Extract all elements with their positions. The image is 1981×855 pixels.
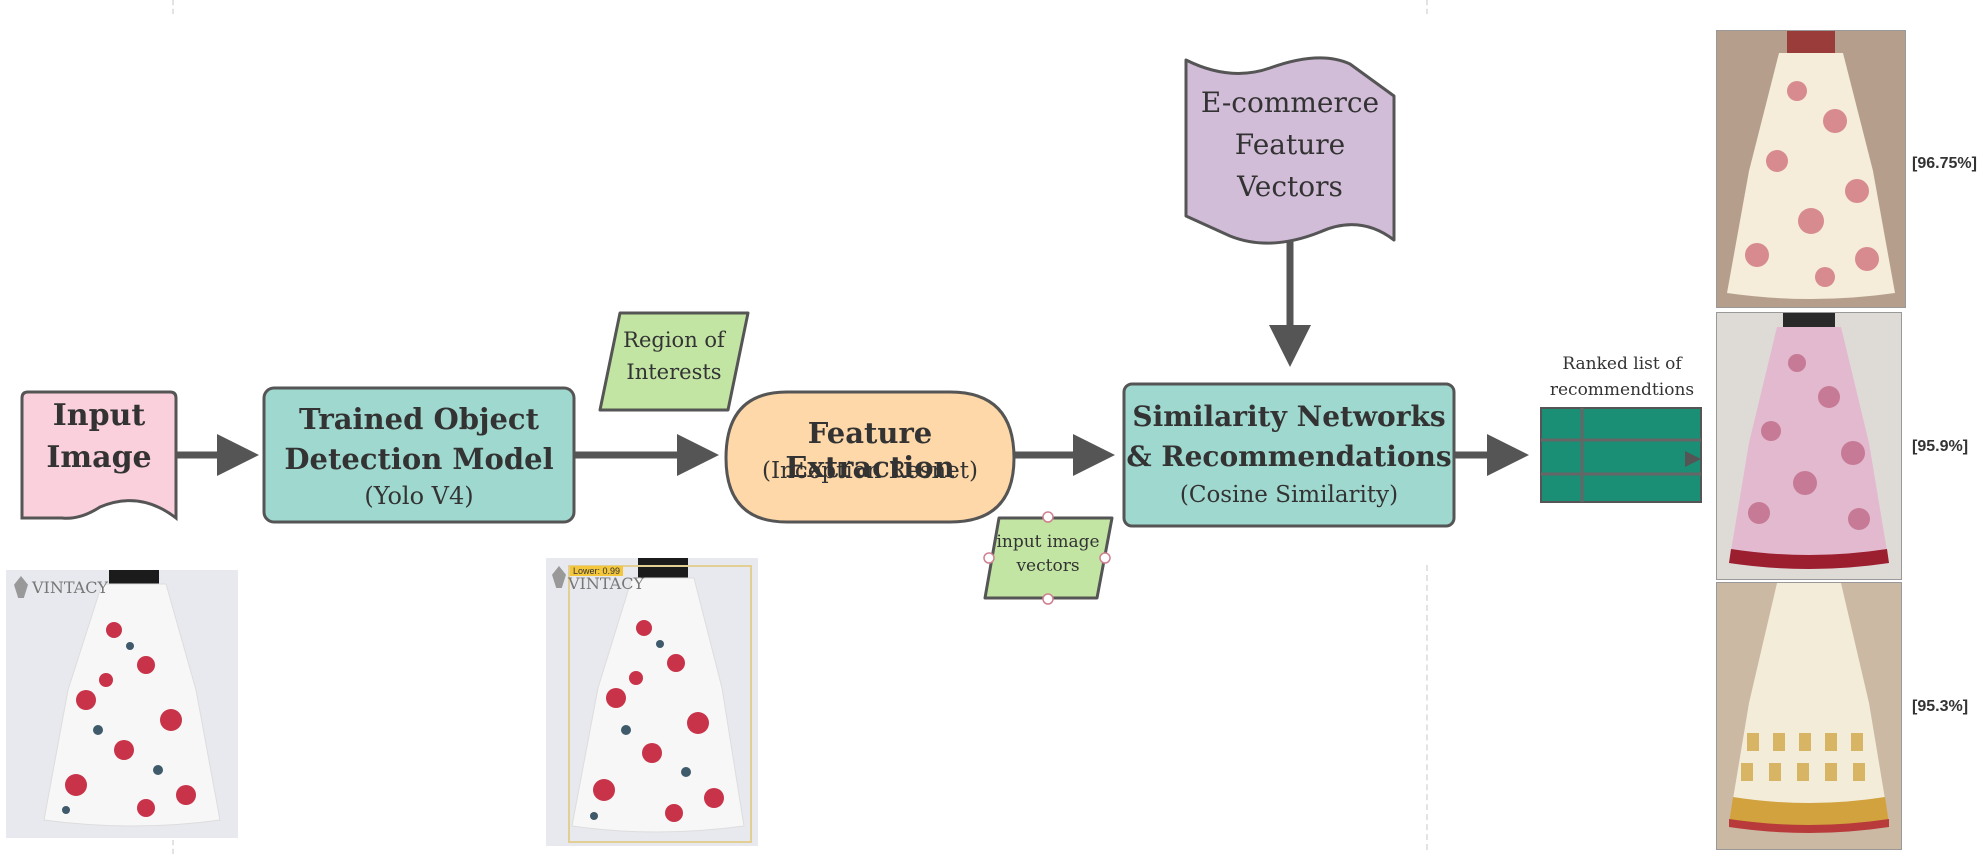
ecommerce-label: E-commerce Feature Vectors — [1186, 84, 1394, 214]
result-score-3: [95.3%] — [1912, 698, 1969, 715]
input-vectors-line2: vectors — [1016, 556, 1080, 576]
ecommerce-node — [1184, 56, 1396, 245]
guide-line-right — [1426, 0, 1428, 14]
similarity-line2: & Recommendations — [1126, 440, 1452, 473]
selection-handle — [983, 552, 995, 564]
ecommerce-line1: E-commerce — [1200, 86, 1380, 119]
input-vectors-node — [983, 516, 1114, 600]
result-score-1: [96.75%] — [1912, 155, 1977, 172]
input-image-node — [20, 390, 178, 522]
feature-extraction-title: Feature Extraction — [785, 416, 955, 484]
input-photo: VINTACY — [6, 570, 238, 838]
brand-logo-icon — [552, 566, 566, 588]
similarity-line1: Similarity Networks — [1132, 400, 1446, 433]
result-photo-2 — [1716, 312, 1902, 580]
selection-handle — [1099, 552, 1111, 564]
result-photo-1 — [1716, 30, 1906, 308]
detector-line2: Detection Model — [284, 442, 554, 476]
brand-logo: VINTACY — [32, 578, 109, 597]
skirt-illustration — [568, 558, 752, 843]
brand-logo: VINTACY — [568, 574, 645, 593]
skirt-illustration — [43, 570, 221, 827]
roi-node — [598, 311, 750, 412]
roi-line1: Region of — [623, 328, 725, 352]
skirt-illustration — [1727, 31, 1895, 299]
input-vectors-line1: input image — [996, 532, 1100, 552]
ecommerce-line3: Vectors — [1237, 170, 1343, 203]
selection-handle — [1042, 593, 1054, 605]
feature-extraction-node — [724, 390, 1016, 524]
guide-line-right-bottom — [1426, 565, 1428, 850]
selection-handle — [1042, 511, 1054, 523]
guide-line-left-bottom — [172, 840, 174, 854]
input-image-label: Input Image — [22, 398, 176, 488]
input-image-line1: Input — [52, 398, 146, 433]
detector-sub: (Yolo V4) — [364, 482, 474, 510]
skirt-illustration — [1729, 313, 1889, 569]
skirt-illustration — [1729, 583, 1889, 833]
ranked-list-line1: Ranked list of — [1562, 354, 1682, 374]
similarity-node — [1122, 382, 1456, 528]
similarity-sub: (Cosine Similarity) — [1179, 482, 1399, 508]
detected-photo: Lower: 0.99 VINTACY — [546, 558, 758, 846]
roi-label: Region of Interests — [604, 326, 744, 406]
detector-label: Trained Object Detection Model (Yolo V4) — [264, 398, 574, 518]
result-score-2: [95.9%] — [1912, 438, 1969, 455]
input-image-line2: Image — [46, 440, 152, 475]
similarity-label: Similarity Networks & Recommendations (C… — [1124, 398, 1454, 522]
ranked-list-table-icon — [1540, 407, 1702, 503]
detector-node — [262, 386, 576, 524]
input-vectors-label: input image vectors — [990, 532, 1106, 592]
result-photo-3 — [1716, 582, 1902, 850]
roi-line2: Interests — [626, 360, 722, 384]
detector-line1: Trained Object — [298, 402, 539, 436]
ecommerce-line2: Feature — [1234, 128, 1346, 161]
ranked-list-caption: Ranked list of recommendtions — [1531, 354, 1713, 406]
feature-extraction-sub: (Inception Resnet) — [761, 458, 979, 484]
guide-line-left — [172, 0, 174, 14]
detection-label: Lower: 0.99 — [570, 566, 624, 576]
brand-logo-icon — [14, 576, 28, 598]
feature-extraction-label: Feature Extraction (Inception Resnet) — [726, 412, 1014, 512]
ranked-list-line2: recommendtions — [1549, 380, 1695, 400]
